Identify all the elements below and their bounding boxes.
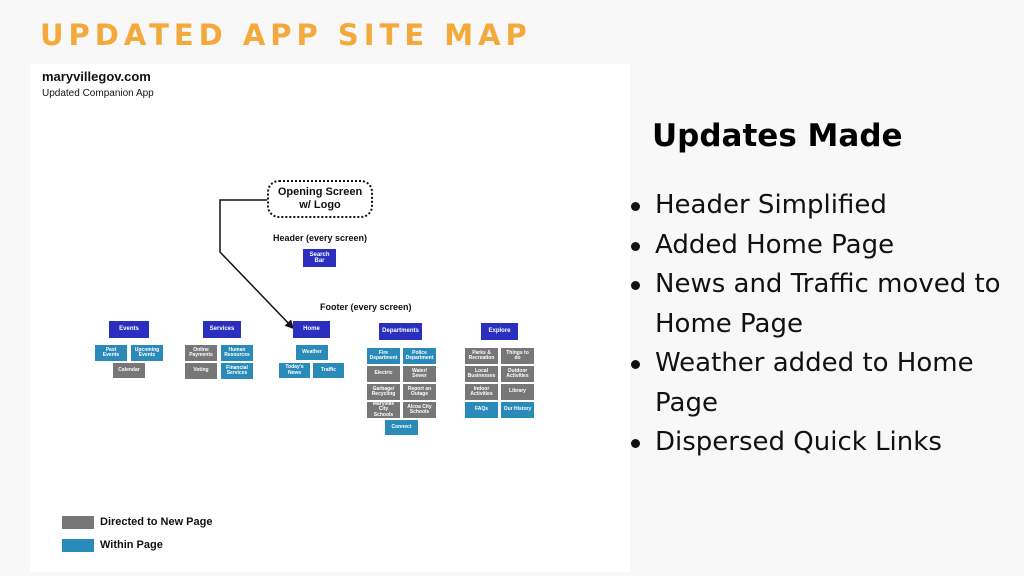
explore-node: Explore <box>481 323 518 340</box>
local-businesses-node: Local Businesses <box>465 366 498 382</box>
faqs-node: FAQs <box>465 402 498 418</box>
update-item: Added Home Page <box>626 226 1018 266</box>
parks-recreation-node: Parks & Recreation <box>465 348 498 364</box>
update-item: News and Traffic moved to Home Page <box>626 265 1018 344</box>
electric-node: Electric <box>367 366 400 382</box>
app-name: Updated Companion App <box>42 88 154 99</box>
sitemap-panel: maryvillegov.com Updated Companion App O… <box>30 64 630 572</box>
events-node: Events <box>109 321 149 338</box>
voting-node: Voting <box>185 363 217 379</box>
update-item: Dispersed Quick Links <box>626 423 1018 463</box>
things-to-do-node: Things to do <box>501 348 534 364</box>
todays-news-node: Today's News <box>279 363 310 378</box>
calendar-node: Calendar <box>113 363 145 378</box>
legend-swatch-directed <box>62 516 94 529</box>
fire-department-node: Fire Department <box>367 348 400 364</box>
water-sewer-node: Water/ Sewer <box>403 366 436 382</box>
police-department-node: Police Department <box>403 348 436 364</box>
outdoor-activities-node: Outdoor Activities <box>501 366 534 382</box>
departments-node: Departments <box>379 323 422 340</box>
report-outage-node: Report an Outage <box>403 384 436 400</box>
opening-to-home-arrow <box>219 199 295 330</box>
our-history-node: Our History <box>501 402 534 418</box>
financial-services-node: Financial Services <box>221 363 253 379</box>
garbage-recycling-node: Garbage/ Recycling <box>367 384 400 400</box>
traffic-node: Traffic <box>313 363 344 378</box>
opening-screen-node: Opening Screen w/ Logo <box>267 180 373 218</box>
legend-label-within: Within Page <box>100 539 163 551</box>
indoor-activities-node: Indoor Activities <box>465 384 498 400</box>
home-node: Home <box>293 321 330 338</box>
updates-list: Header Simplified Added Home Page News a… <box>626 186 1018 463</box>
header-label: Header (every screen) <box>273 233 368 243</box>
upcoming-events-node: Upcoming Events <box>131 345 163 361</box>
search-bar-node: Search Bar <box>303 249 336 267</box>
footer-label: Footer (every screen) <box>320 302 412 312</box>
alcoa-city-schools-node: Alcoa City Schools <box>403 402 436 418</box>
site-name: maryvillegov.com <box>42 69 151 84</box>
human-resources-node: Human Resources <box>221 345 253 361</box>
past-events-node: Past Events <box>95 345 127 361</box>
maryville-city-schools-node: Maryville City Schools <box>367 402 400 418</box>
legend-label-directed: Directed to New Page <box>100 516 213 528</box>
flow-connector <box>219 199 295 330</box>
slide-title: UPDATED APP SITE MAP <box>40 18 532 52</box>
update-item: Header Simplified <box>626 186 1018 226</box>
weather-node: Weather <box>296 345 328 360</box>
opening-screen-label: Opening Screen w/ Logo <box>277 186 363 211</box>
library-node: Library <box>501 384 534 400</box>
update-item: Weather added to Home Page <box>626 344 1018 423</box>
legend-swatch-within <box>62 539 94 552</box>
updates-heading: Updates Made <box>652 118 903 154</box>
online-payments-node: Online Payments <box>185 345 217 361</box>
services-node: Services <box>203 321 241 338</box>
connect-node: Connect <box>385 420 418 435</box>
